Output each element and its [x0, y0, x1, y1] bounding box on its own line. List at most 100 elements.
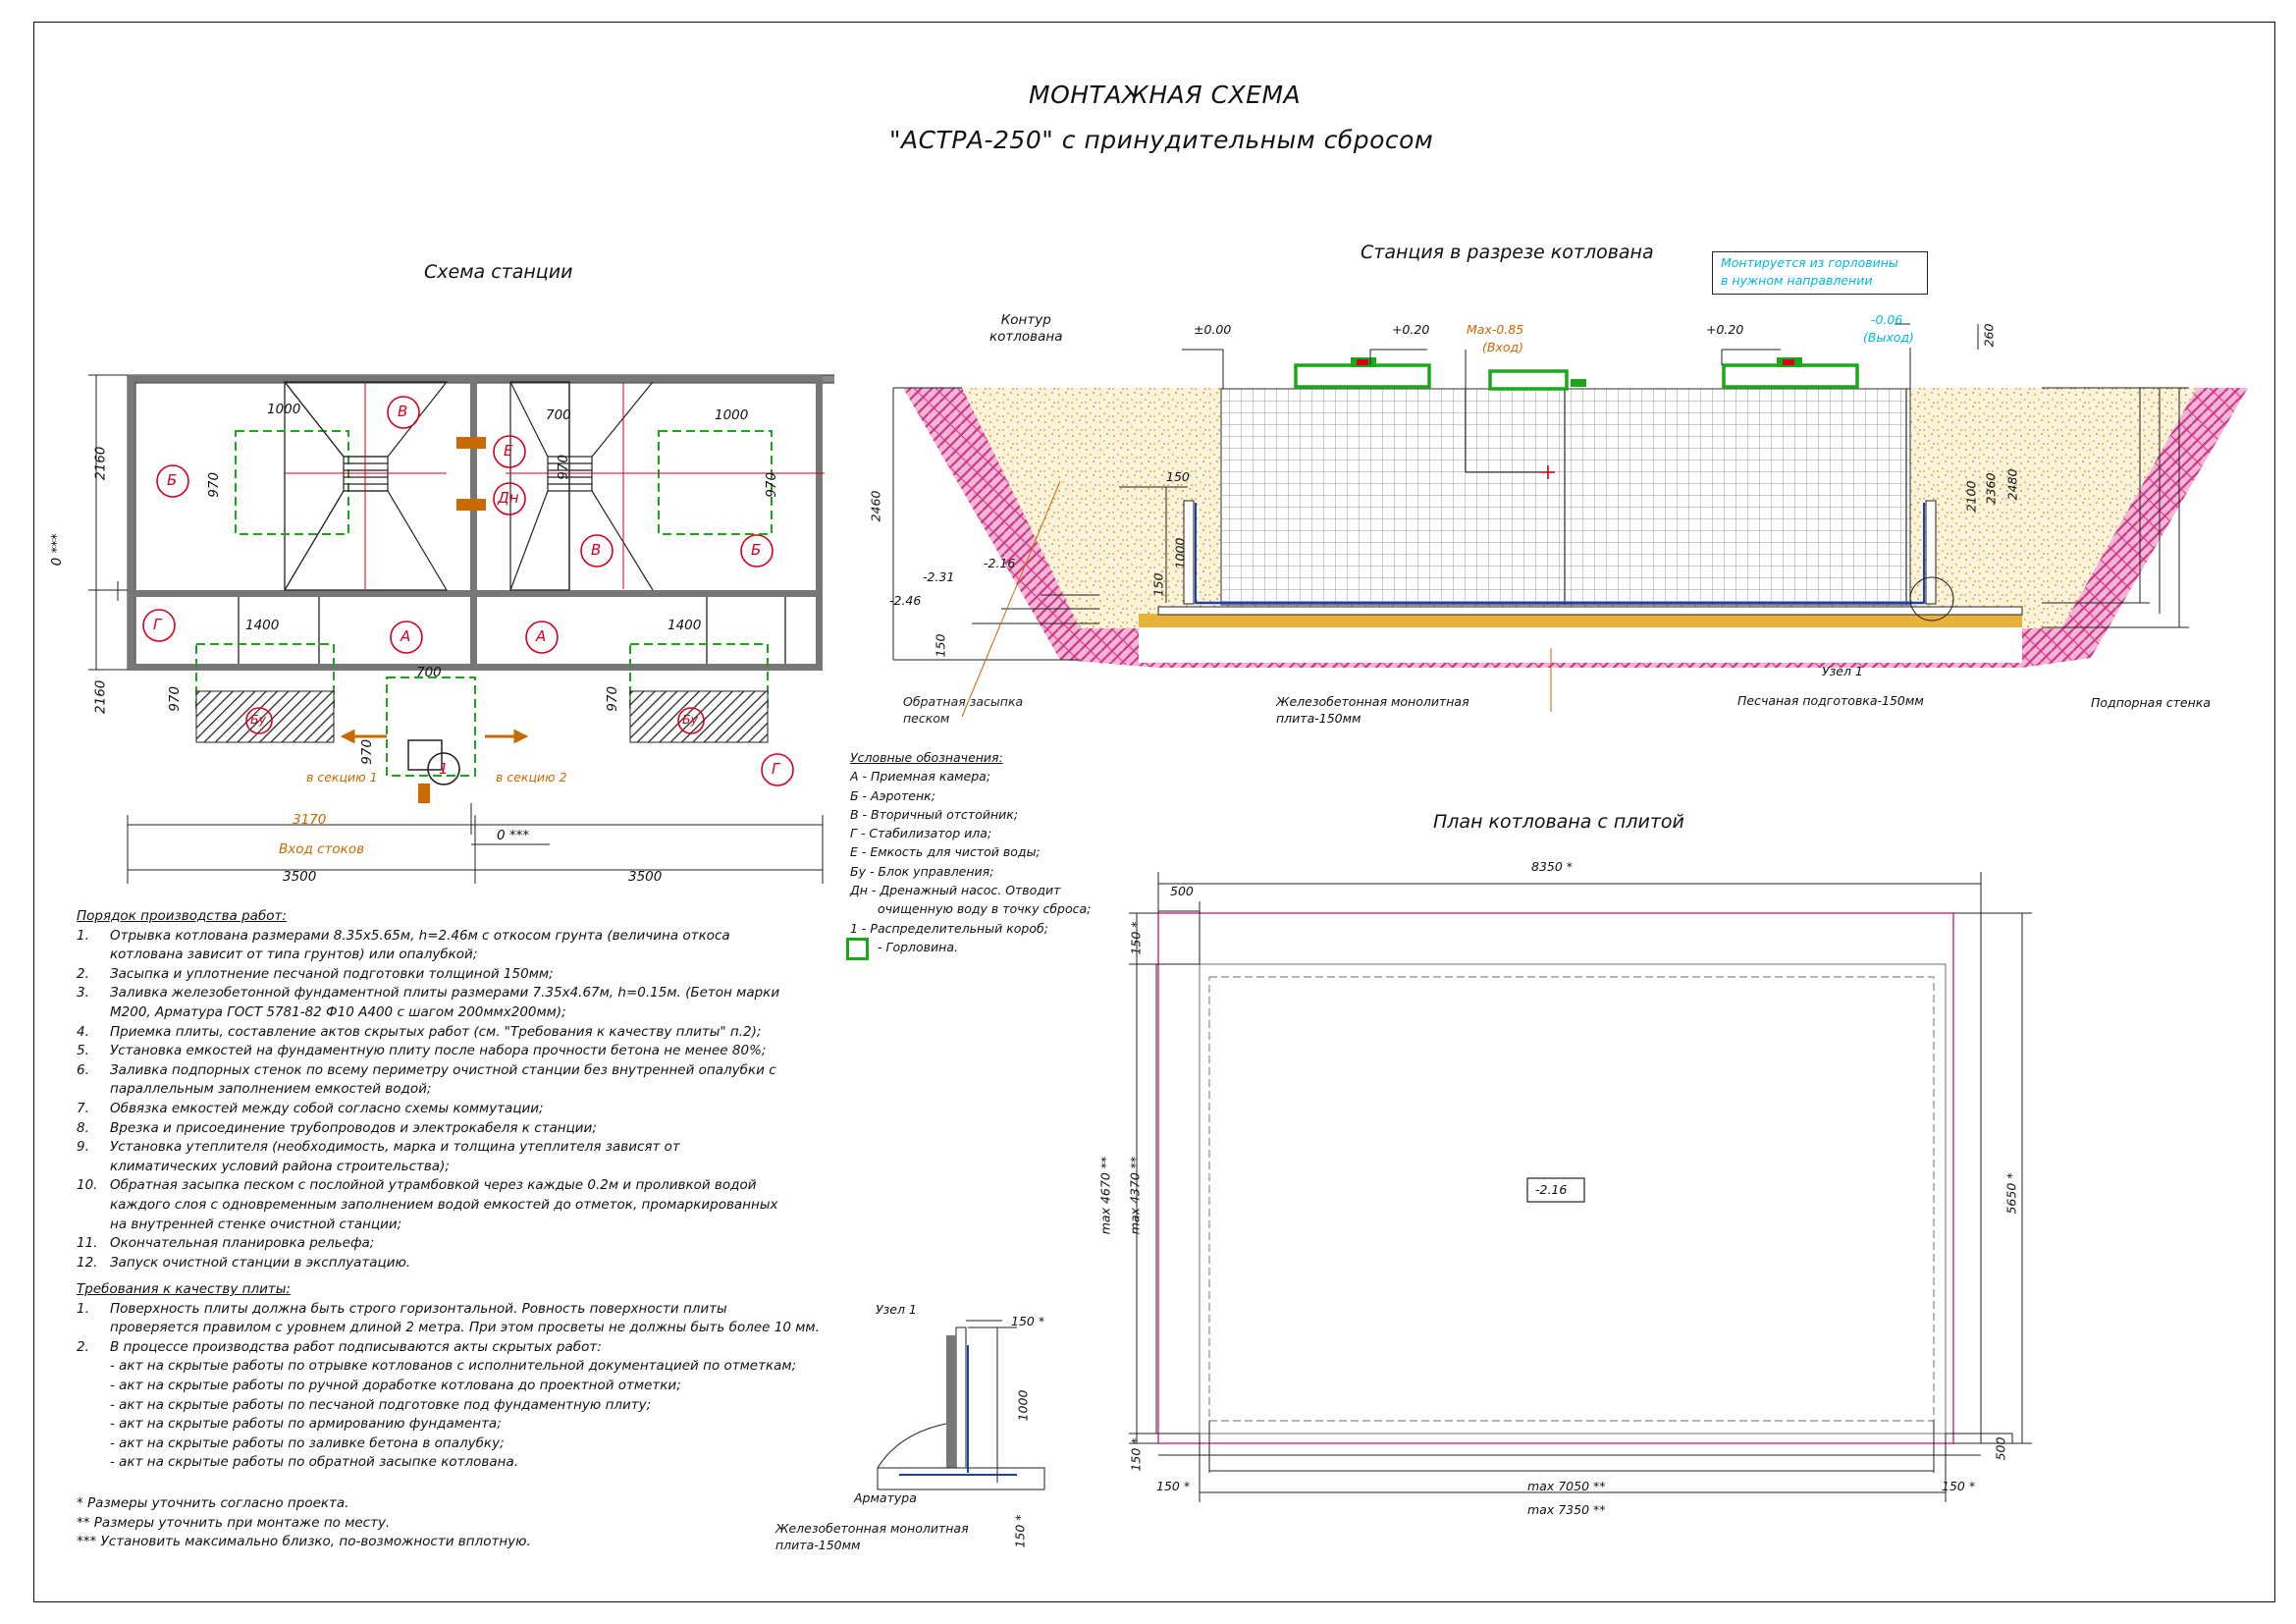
list-item: - акт на скрытые работы по отрывке котло…	[77, 1357, 820, 1377]
list-item: котлована зависит от типа грунтов) или о…	[77, 946, 779, 965]
node-title: Узел 1	[876, 1302, 917, 1317]
list-item: 1.Отрывка котлована размерами 8.35х5.65м…	[77, 927, 779, 947]
list-item-number	[77, 1396, 110, 1416]
section-level-246: -2.46	[889, 593, 922, 608]
section-level-020-b: +0.20	[1706, 322, 1744, 337]
plan-dim-7350: max 7350 **	[1527, 1502, 1606, 1517]
scheme-dim-3170: 3170	[293, 812, 327, 828]
list-item: 4. Приемка плиты, составление актов скрыт…	[77, 1023, 779, 1043]
plan-dim-4370: max 4370 **	[1127, 1156, 1143, 1235]
section-dim-150-bottom: 150	[933, 633, 948, 658]
scheme-letter-e: Е	[504, 442, 513, 460]
legend-item: - Горловина.	[878, 939, 958, 954]
procedure-list: 1.Отрывка котлована размерами 8.35х5.65м…	[77, 927, 779, 1273]
scheme-dim-3500-right: 3500	[628, 869, 663, 885]
legend-item: В - Вторичный отстойник;	[850, 806, 1019, 822]
list-item-text: - акт на скрытые работы по отрывке котло…	[110, 1358, 797, 1375]
list-item: 8.Врезка и присоединение трубопроводов и…	[77, 1119, 779, 1139]
list-item-number	[77, 946, 110, 965]
legend-item: Г - Стабилизатор ила;	[850, 826, 992, 841]
list-item-text: котлована зависит от типа грунтов) или о…	[110, 947, 478, 963]
scheme-letter-b-right: Б	[751, 541, 762, 559]
list-item-number	[77, 1357, 110, 1377]
page-title: МОНТАЖНАЯ СХЕМА	[1029, 81, 1302, 109]
list-item-text: - акт на скрытые работы по ручной дорабо…	[110, 1377, 681, 1393]
section-backfill-label: Обратная засыпка песком	[903, 694, 1024, 726]
legend-item: Б - Аэротенк;	[850, 787, 935, 803]
scheme-zero-bottom: 0 ***	[497, 828, 530, 843]
section-contour-label: Контур котлована	[989, 312, 1063, 345]
quality-title: Требования к качеству плиты:	[77, 1281, 291, 1297]
list-item-text: Обвязка емкостей между собой согласно сх…	[110, 1100, 544, 1116]
section-dim-150-top: 150	[1166, 469, 1190, 484]
legend-neck-icon	[846, 938, 869, 960]
plan-dim-5650: 5650 *	[2003, 1172, 2019, 1215]
scheme-letter-dn: Дн	[498, 489, 519, 507]
list-item-text: М200, Арматура ГОСТ 5781-82 Ф10 А400 с ш…	[110, 1003, 566, 1020]
list-item-text: Обратная засыпка песком с послойной утра…	[110, 1177, 757, 1194]
list-item: 9.Установка утеплителя (необходимость, м…	[77, 1138, 779, 1158]
quality-list: 1.Поверхность плиты должна быть строго г…	[77, 1300, 820, 1473]
list-item-text: Засыпка и уплотнение песчаной подготовки…	[110, 965, 554, 982]
station-scheme	[88, 374, 834, 884]
list-item-text: каждого слоя с одновременным заполнением…	[110, 1196, 778, 1213]
list-item: - акт на скрытые работы по обратной засы…	[77, 1453, 820, 1473]
list-item-number: 6.	[77, 1061, 89, 1078]
legend-item: 1 - Распределительный короб;	[850, 920, 1048, 936]
list-item-text: климатических условий района строительст…	[110, 1158, 450, 1174]
scheme-letter-v-top: В	[398, 403, 408, 420]
procedure-title: Порядок производства работ:	[77, 908, 287, 924]
list-item-number: 10.	[77, 1177, 98, 1194]
section-dim-2480: 2480	[2004, 468, 2020, 501]
list-item-number: 7.	[77, 1100, 89, 1116]
section-dim-1000: 1000	[1172, 537, 1188, 569]
section-dim-2460: 2460	[868, 490, 883, 522]
plan-dim-150-bl: 150 *	[1156, 1479, 1191, 1493]
list-item-text: Приемка плиты, составление актов скрытых…	[110, 1023, 762, 1040]
scheme-inlet-label: Вход стоков	[279, 841, 365, 857]
legend-item: очищенную воду в точку сброса;	[878, 901, 1092, 917]
scheme-dim-3500-left: 3500	[283, 869, 317, 885]
plan-dim-150-lt: 150 *	[1128, 921, 1144, 955]
section-level-max: Max-0.85	[1467, 322, 1524, 337]
footnotes: * Размеры уточнить согласно проекта. ** …	[77, 1494, 531, 1552]
list-item: 5.Установка емкостей на фундаментную пли…	[77, 1042, 779, 1061]
list-item: М200, Арматура ГОСТ 5781-82 Ф10 А400 с ш…	[77, 1003, 779, 1023]
list-item-text: Установка утеплителя (необходимость, мар…	[110, 1139, 680, 1156]
section-node-label: Узел 1	[1822, 664, 1863, 678]
plan-dim-500-right: 500	[1993, 1436, 2008, 1461]
list-item: проверяется правилом с уровнем длиной 2 …	[77, 1319, 820, 1338]
section-level-020-a: +0.20	[1392, 322, 1430, 337]
list-item-text: параллельным заполнением емкостей водой;	[110, 1081, 432, 1098]
section-wall-label: Подпорная стенка	[2091, 695, 2211, 710]
list-item: - акт на скрытые работы по армированию ф…	[77, 1415, 820, 1435]
list-item-text: - акт на скрытые работы по армированию ф…	[110, 1416, 502, 1433]
list-item: параллельным заполнением емкостей водой;	[77, 1080, 779, 1100]
list-item-number: 4.	[77, 1023, 89, 1040]
scheme-distribution-box-1: 1	[439, 760, 449, 778]
footnote: *** Установить максимально близко, по-во…	[77, 1534, 531, 1550]
list-item: 3.Заливка железобетонной фундаментной пл…	[77, 984, 779, 1003]
list-item-number: 8.	[77, 1119, 89, 1136]
node-dim-1000: 1000	[1015, 1389, 1031, 1422]
section-level-231: -2.31	[923, 569, 955, 584]
plan-dim-500-top: 500	[1170, 884, 1194, 898]
section-level-000: ±0.00	[1194, 322, 1232, 337]
scheme-heading: Схема станции	[424, 261, 573, 283]
section-dim-2360: 2360	[1983, 472, 1999, 505]
list-item: 12.Запуск очистной станции в эксплуатаци…	[77, 1254, 779, 1273]
list-item-number	[77, 1196, 110, 1216]
scheme-dim-1400-left: 1400	[245, 618, 280, 633]
section-dim-260: 260	[1981, 323, 1997, 348]
list-item-number: 11.	[77, 1235, 98, 1252]
plan-dim-8350: 8350 *	[1531, 859, 1574, 874]
scheme-dim-700-bottom: 700	[416, 665, 442, 680]
list-item-number: 1.	[77, 1300, 89, 1317]
node-slab-label: Железобетонная монолитная плита-150мм	[775, 1521, 969, 1552]
node-detail	[877, 1320, 1045, 1490]
legend-item: Е - Емкость для чистой воды;	[850, 844, 1041, 860]
list-item: 10. Обратная засыпка песком с послойной у…	[77, 1176, 779, 1196]
section-slab-label: Железобетонная монолитная плита-150мм	[1276, 694, 1469, 726]
scheme-section1-label: в секцию 1	[306, 770, 378, 785]
section-level-216: -2.16	[984, 556, 1016, 570]
